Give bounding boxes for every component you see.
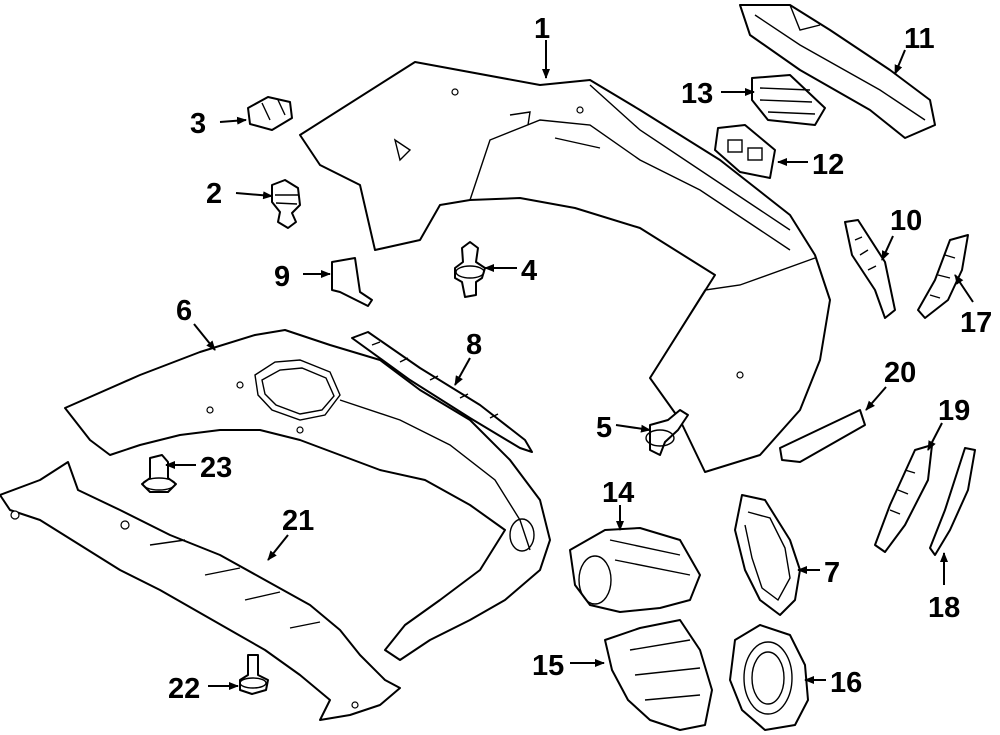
callout-6: 6 <box>176 295 192 327</box>
leader-20 <box>865 386 887 411</box>
part-16-grille <box>729 624 809 731</box>
part-bumper-cover <box>299 61 831 473</box>
part-9-clip <box>331 257 373 307</box>
callout-19: 19 <box>938 395 970 427</box>
callout-21: 21 <box>282 505 314 537</box>
callout-labels: 1 3 2 4 9 13 11 12 10 17 6 8 20 5 23 19 … <box>168 13 992 705</box>
leader-21 <box>267 534 289 561</box>
callout-13: 13 <box>681 78 713 110</box>
leader-5 <box>615 424 651 433</box>
callout-14: 14 <box>602 477 634 509</box>
callout-4: 4 <box>521 255 537 287</box>
part-12-bracket <box>714 124 776 179</box>
leader-10 <box>881 235 894 261</box>
callout-10: 10 <box>890 205 922 237</box>
part-23-nut <box>141 454 177 493</box>
callout-18: 18 <box>928 592 960 624</box>
part-6-lower-cover <box>64 329 551 661</box>
part-5-push-pin <box>645 409 689 456</box>
leader-19 <box>927 422 943 451</box>
callout-22: 22 <box>168 673 200 705</box>
part-8-strip <box>351 331 533 453</box>
part-10-bracket <box>844 219 896 319</box>
part-3-clip <box>247 96 293 131</box>
callout-17: 17 <box>960 307 992 339</box>
leader-3 <box>219 116 247 125</box>
callout-20: 20 <box>884 357 916 389</box>
part-2-screw <box>271 179 301 229</box>
part-21-underbody-panel <box>0 461 401 721</box>
part-4-push-pin <box>454 241 486 298</box>
callout-15: 15 <box>532 650 564 682</box>
part-18-trim <box>929 447 976 556</box>
callout-2: 2 <box>206 178 222 210</box>
callout-11: 11 <box>904 23 935 55</box>
leader-11 <box>894 49 906 75</box>
leader-6 <box>193 323 216 351</box>
part-15-housing <box>604 619 713 731</box>
part-13-bracket <box>751 74 826 126</box>
callout-3: 3 <box>190 108 206 140</box>
callout-12: 12 <box>812 149 844 181</box>
callout-1: 1 <box>534 13 550 45</box>
leader-lines <box>165 40 974 690</box>
part-20-trim <box>779 409 866 463</box>
part-7-frame <box>734 494 801 616</box>
leader-8 <box>454 357 471 386</box>
callout-23: 23 <box>200 452 232 484</box>
part-19-bracket <box>874 444 933 553</box>
callout-5: 5 <box>596 412 612 444</box>
part-14-duct <box>569 527 701 613</box>
leader-2 <box>235 191 273 200</box>
leader-17 <box>954 274 974 303</box>
callout-8: 8 <box>466 329 482 361</box>
callout-9: 9 <box>274 261 290 293</box>
callout-7: 7 <box>824 557 840 589</box>
part-11-bracket <box>739 4 936 139</box>
callout-16: 16 <box>830 667 862 699</box>
part-17-bracket <box>917 234 969 319</box>
part-22-bolt <box>239 654 269 695</box>
